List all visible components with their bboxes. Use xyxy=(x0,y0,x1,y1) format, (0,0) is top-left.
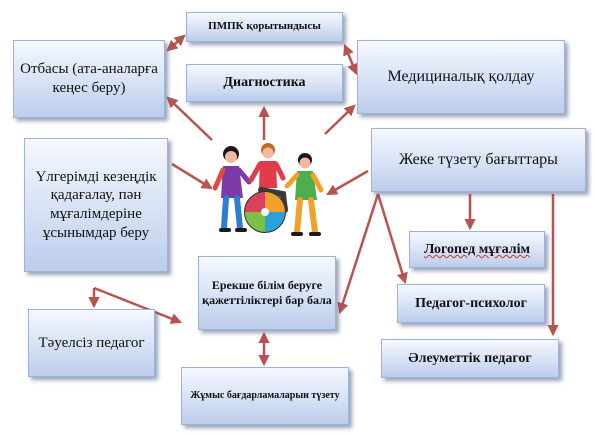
psychologist-box: Педагог-психолог xyxy=(397,284,545,323)
individual-correction-label: Жеке түзету бағыттары xyxy=(399,151,558,168)
arrow-family-pmpk xyxy=(166,34,186,52)
child-sen-label: Ерекше білім беруге қажеттіліктері бар б… xyxy=(202,278,332,307)
speech-therapist-label: Логопед мұғалім xyxy=(423,241,531,257)
diagnostics-label: Диагностика xyxy=(223,75,306,91)
program-correction-box: Жұмыс бағдарламаларын түзету xyxy=(181,367,349,425)
progress-monitoring-label: Үлгерімді кезеңдік қадағалау, пән мұғалі… xyxy=(35,168,157,241)
arrow-correction-child xyxy=(337,193,380,315)
arrow-correction-psychologist xyxy=(376,193,408,285)
child-sen-box: Ерекше білім беруге қажеттіліктері бар б… xyxy=(198,256,336,330)
program-correction-label: Жұмыс бағдарламаларын түзету xyxy=(190,389,340,401)
individual-correction-box: Жеке түзету бағыттары xyxy=(371,128,586,192)
social-pedagogue-box: Әлеуметтік педагог xyxy=(381,339,559,378)
arrow-center-medical xyxy=(324,104,356,135)
medical-support-label: Медициналық қолдау xyxy=(387,68,535,85)
children-with-wheelchair-illustration xyxy=(213,143,324,236)
social-pedagogue-label: Әлеуметтік педагог xyxy=(408,350,532,366)
psychologist-label: Педагог-психолог xyxy=(415,295,527,311)
arrow-monitoring-child xyxy=(93,286,183,324)
arrow-pmpk-medical xyxy=(343,43,358,76)
pmpk-conclusion-box: ПМПК қорытындысы xyxy=(186,12,343,42)
arrow-monitoring-center xyxy=(171,162,213,190)
speech-therapist-box: Логопед мұғалім xyxy=(409,231,545,268)
arrow-correction-center xyxy=(326,169,369,196)
diagnostics-box: Диагностика xyxy=(186,64,343,102)
family-consultation-label: Отбасы (ата-аналарға кеңес беру) xyxy=(20,61,158,96)
tutor-label: Тәуелсіз педагог xyxy=(38,334,145,351)
arrow-center-family xyxy=(166,96,213,141)
pmpk-conclusion-label: ПМПК қорытындысы xyxy=(208,20,321,33)
tutor-box: Тәуелсіз педагог xyxy=(28,309,155,377)
progress-monitoring-box: Үлгерімді кезеңдік қадағалау, пән мұғалі… xyxy=(24,138,168,272)
medical-support-box: Медициналық қолдау xyxy=(357,40,565,114)
family-consultation-box: Отбасы (ата-аналарға кеңес беру) xyxy=(13,40,165,118)
